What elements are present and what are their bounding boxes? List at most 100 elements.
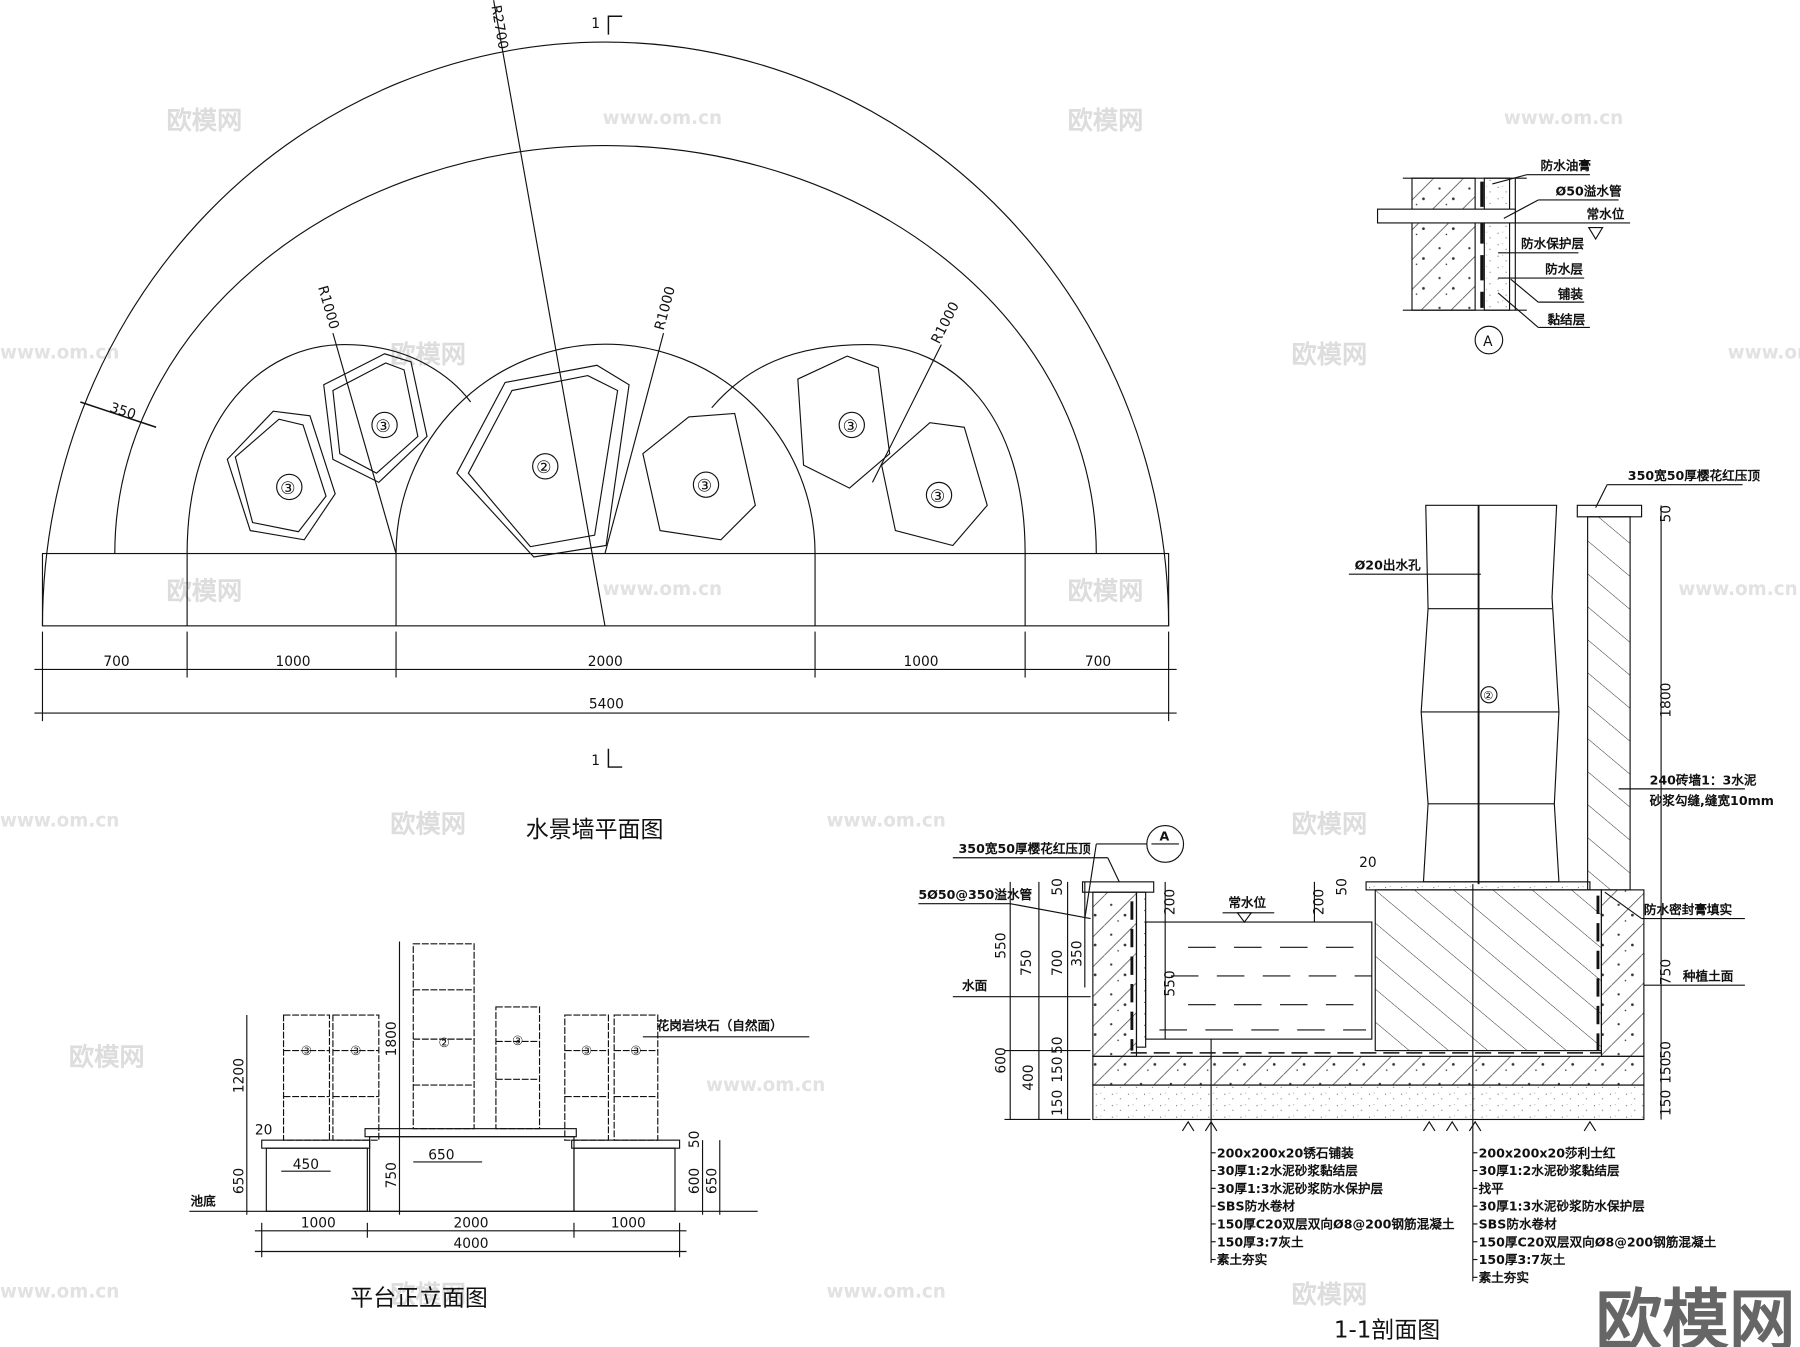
drawing-label: 150 <box>1050 1056 1066 1082</box>
drawing-label: ③ <box>512 1033 523 1048</box>
drawing-label: 600 <box>994 1047 1010 1073</box>
drawing-label: 2000 <box>453 1215 488 1231</box>
drawing-label: 1800 <box>384 1021 400 1056</box>
drawing-label: ② <box>1483 688 1493 702</box>
drawing-label: ③ <box>581 1043 592 1058</box>
drawing-label: 50 <box>1050 1037 1066 1055</box>
layer-label: 30厚1:2水泥砂浆黏结层 <box>1479 1163 1620 1178</box>
drawing-label: 防水油膏 <box>1541 158 1592 173</box>
drawing-label: 欧模网 <box>1291 1280 1367 1309</box>
drawing-label: 550 <box>994 932 1010 958</box>
drawing-label: Ø20出水孔 <box>1355 558 1421 573</box>
drawing-label: 350 <box>108 400 138 423</box>
drawing-label: 4000 <box>453 1236 488 1252</box>
drawing-label: ② <box>536 458 551 478</box>
large-watermark-logo: 欧模网 <box>1596 1281 1796 1347</box>
plan-title: 水景墙平面图 <box>526 817 664 843</box>
drawing-label: 350 <box>1069 941 1085 967</box>
layer-label: 150厚C20双层双向Ø8@200钢筋混凝土 <box>1217 1217 1455 1232</box>
drawing-label: 450 <box>293 1157 319 1173</box>
drawing-label: 1200 <box>231 1058 247 1093</box>
drawing-label: 50 <box>687 1131 703 1149</box>
drawing-label: 铺装 <box>1558 287 1584 302</box>
drawing-label: 200 <box>1312 889 1328 915</box>
plan-view: R2700 R1000 R1000 R1000 350 ③ ③ ② ③ ③ ③ <box>34 0 1177 843</box>
layer-label: 200x200x20莎利士红 <box>1479 1145 1616 1160</box>
layer-label: 30厚1:3水泥砂浆防水保护层 <box>1479 1199 1646 1214</box>
drawing-label: 欧模网 <box>166 106 242 135</box>
drawing-label: 50 <box>1335 878 1351 896</box>
drawing-label: ③ <box>375 417 390 437</box>
drawing-label: 防水保护层 <box>1521 236 1584 251</box>
layer-label: SBS防水卷材 <box>1479 1217 1558 1232</box>
drawing-label: www.om.cn <box>1678 579 1797 600</box>
drawing-label: 200 <box>1162 889 1178 915</box>
drawing-label: 350宽50厚樱花红压顶 <box>1628 468 1761 483</box>
stone-column <box>1420 504 1560 883</box>
drawing-label: www.om.cn <box>0 342 119 363</box>
drawing-label: 350宽50厚樱花红压顶 <box>959 841 1092 856</box>
drawing-label: 欧模网 <box>390 1280 466 1309</box>
drawing-label: ③ <box>843 417 858 437</box>
drawing-label: 池底 <box>191 1194 217 1209</box>
layer-label: SBS防水卷材 <box>1217 1199 1296 1214</box>
outer-arc-r2700 <box>41 41 1170 626</box>
brick-wall <box>1587 516 1631 891</box>
drawing-label: ③ <box>301 1043 312 1058</box>
drawing-label: 防水密封膏填实 <box>1644 902 1733 917</box>
drawing-label: 2000 <box>588 654 623 670</box>
drawing-label: 700 <box>103 654 129 670</box>
drawing-label: 750 <box>1019 950 1035 976</box>
drawing-label: R2700 <box>487 4 511 51</box>
drawing-label: R1000 <box>652 285 679 332</box>
drawing-label: 种植土面 <box>1682 969 1734 984</box>
drawing-label: 常水位 <box>1228 895 1266 910</box>
drawing-label: 50 <box>1050 878 1066 896</box>
drawing-label: 700 <box>1085 654 1111 670</box>
drawing-label: A <box>1159 829 1169 844</box>
drawing-label: 欧模网 <box>1068 576 1144 605</box>
drawing-label: 240砖墙1：3水泥 <box>1650 772 1757 787</box>
layer-label: 150厚3:7灰土 <box>1217 1234 1304 1249</box>
small-arc-right <box>711 344 1026 554</box>
drawing-label: www.om.cn <box>706 1075 825 1096</box>
plan-stones: ③ ③ ② ③ ③ ③ <box>226 353 988 558</box>
watermarks: 欧模网 www.om.cn 欧模网 www.om.cn 欧模网 欧模网 www.… <box>0 106 1800 1347</box>
drawing-label: www.om.cn <box>1728 342 1800 363</box>
layers-left-list: 200x200x20锈石铺装30厚1:2水泥砂浆黏结层30厚1:3水泥砂浆防水保… <box>1211 1145 1455 1267</box>
drawing-label: ③ <box>630 1043 641 1058</box>
layer-label: 150厚C20双层双向Ø8@200钢筋混凝土 <box>1479 1234 1717 1249</box>
drawing-label: www.om.cn <box>0 1281 119 1302</box>
drawing-label: 常水位 <box>1586 206 1624 221</box>
drawing-label: 1 <box>591 16 600 32</box>
drawing-label: 5400 <box>589 697 624 713</box>
drawing-label: 150 <box>1658 1090 1674 1116</box>
drawing-label: 1800 <box>1658 683 1674 718</box>
drawing-label: 700 <box>1050 950 1066 976</box>
drawing-label: 20 <box>255 1122 273 1138</box>
layer-label: 素土夯实 <box>1217 1252 1268 1267</box>
drawing-label: A <box>1483 334 1493 350</box>
small-arc-left <box>186 344 472 554</box>
drawing-label: 欧模网 <box>1068 106 1144 135</box>
drawing-label: 1000 <box>903 654 938 670</box>
layer-label: 素土夯实 <box>1479 1270 1530 1285</box>
drawing-label: 欧模网 <box>69 1043 145 1072</box>
small-arc-middle <box>395 343 816 554</box>
drawing-label: 650 <box>428 1148 454 1164</box>
elevation-stones <box>282 943 659 1141</box>
drawing-label: www.om.cn <box>603 579 722 600</box>
drawing-label: www.om.cn <box>0 811 119 832</box>
drawing-label: www.om.cn <box>827 1281 946 1302</box>
drawing-label: 750 <box>1658 959 1674 985</box>
layer-label: 30厚1:2水泥砂浆黏结层 <box>1217 1163 1358 1178</box>
drawing-label: 50 <box>1658 505 1674 523</box>
layer-label: 150厚3:7灰土 <box>1479 1252 1566 1267</box>
drawing-label: www.om.cn <box>1504 108 1623 129</box>
drawing-label: 600 <box>687 1168 703 1194</box>
drawing-label: 砂浆勾缝,缝宽10mm <box>1650 793 1774 808</box>
drawing-label: Ø50溢水管 <box>1555 183 1621 198</box>
drawing-label: 花岗岩块石（自然面） <box>657 1018 783 1033</box>
elevation-title: 平台正立面图 <box>350 1285 488 1311</box>
right-coping <box>1576 504 1643 518</box>
